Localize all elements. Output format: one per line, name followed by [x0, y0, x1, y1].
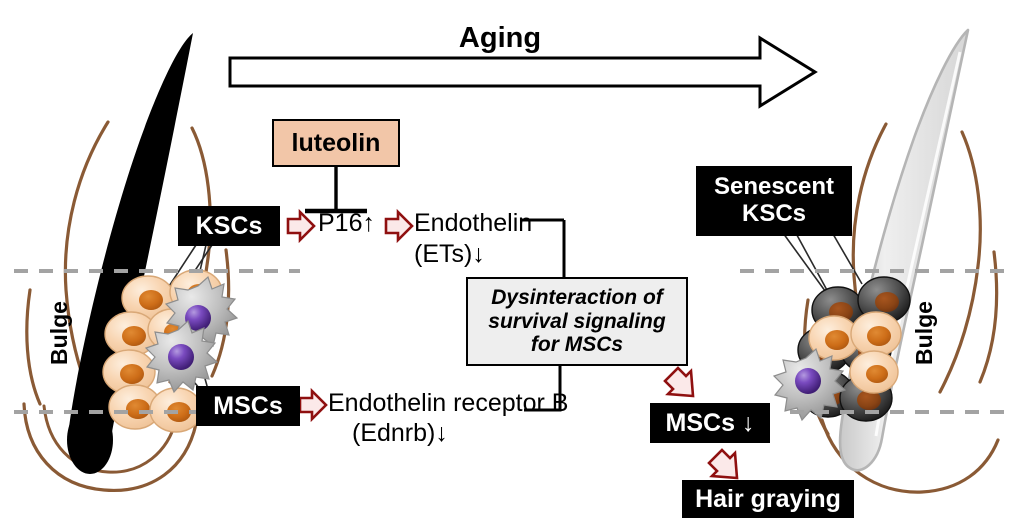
- bulge-boundary-dashed-lines: [14, 269, 1012, 414]
- bulge-label-right: Bulge: [911, 301, 938, 365]
- bulge-label-left: Bulge: [46, 301, 73, 365]
- page-title: Aging: [458, 22, 542, 54]
- red-block-arrows: [286, 208, 739, 480]
- right-hair-follicle: [803, 28, 1000, 494]
- dysinteraction-line1: Dysinteraction of: [491, 286, 663, 310]
- left-hair-follicle: [22, 33, 231, 492]
- dysinteraction-line3: for MSCs: [530, 333, 624, 357]
- p16-text: P16↑: [318, 209, 375, 237]
- pathway-connectors: [305, 167, 566, 412]
- arrow-msc-to-ednrb: [298, 387, 328, 423]
- ksc-label-box[interactable]: KSCs: [178, 206, 280, 246]
- endothelin-text-line1: Endothelin: [414, 209, 533, 237]
- arrow-p16-to-endothelin: [384, 208, 414, 244]
- arrow-ksc-to-p16: [286, 208, 316, 244]
- senescent-ksc-line2: KSCs: [741, 200, 807, 227]
- endothelin-text-line2: (ETs)↓: [414, 240, 485, 268]
- aging-arrow-shape: [228, 35, 818, 109]
- senescent-ksc-line1: Senescent: [713, 173, 835, 201]
- arrow-msc-to-hair-graying: [707, 448, 739, 480]
- ednrb-text-line1: Endothelin receptor B: [328, 389, 569, 417]
- dysinteraction-line2: survival signaling: [488, 309, 666, 333]
- senescent-ksc-label-box[interactable]: Senescent KSCs: [696, 166, 852, 236]
- ednrb-text-line2: (Ednrb)↓: [352, 419, 448, 447]
- arrow-dysinteraction-to-msc-down: [663, 366, 695, 398]
- luteolin-box[interactable]: luteolin: [272, 119, 400, 167]
- left-msc-cells: [144, 275, 239, 394]
- hair-graying-box[interactable]: Hair graying: [682, 480, 854, 518]
- dysinteraction-box[interactable]: Dysinteraction of survival signaling for…: [466, 277, 688, 366]
- msc-decline-box[interactable]: MSCs ↓: [650, 403, 770, 443]
- msc-label-box[interactable]: MSCs: [196, 386, 300, 426]
